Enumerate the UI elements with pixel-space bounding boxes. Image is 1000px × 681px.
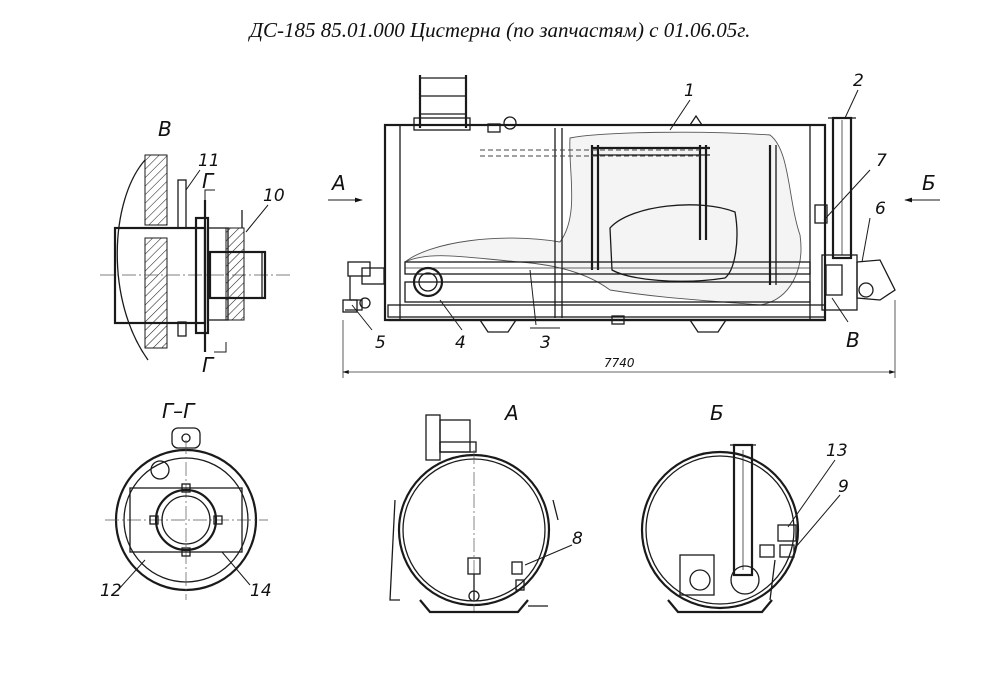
part-label-13: 13 [826, 441, 848, 461]
part-label-5: 5 [375, 333, 386, 353]
overall-length-dimension: 7740 [604, 356, 635, 370]
part-label-9: 9 [838, 477, 849, 497]
part-label-7: 7 [876, 151, 887, 171]
part-label-2: 2 [853, 71, 864, 91]
burner-port [412, 266, 444, 298]
mark-v-label: В [846, 328, 860, 352]
main-side-view: 7740 А Б 1 2 3 4 5 6 7 В [328, 71, 940, 378]
part-label-6: 6 [875, 199, 886, 219]
part-label-14: 14 [250, 581, 272, 601]
view-b-arrow-label: Б [922, 171, 936, 195]
view-b: Б 13 9 [640, 401, 849, 614]
part-label-1: 1 [684, 81, 695, 101]
part-label-4: 4 [455, 333, 466, 353]
section-v-title: В [158, 117, 172, 141]
section-g-g-title: Г–Г [162, 399, 196, 423]
cut-g-top-label: Г [202, 169, 215, 193]
view-a: А 8 [389, 401, 583, 614]
part-label-11: 11 [198, 151, 220, 171]
view-b-burner [679, 554, 715, 596]
part-label-8: 8 [572, 529, 583, 549]
part-label-3: 3 [540, 333, 551, 353]
cut-g-bottom-label: Г [202, 353, 215, 377]
chimney [828, 116, 856, 260]
drawing-title: ДС-185 85.01.000 Цистерна (по запчастям)… [249, 18, 751, 42]
section-g-g: Г–Г 12 14 [100, 399, 272, 601]
burner-housing [821, 254, 858, 311]
cutaway-region [404, 131, 802, 306]
section-v-detail: В 11 10 Г Г [100, 117, 290, 377]
view-b-title: Б [710, 401, 724, 425]
view-a-title: А [503, 401, 519, 425]
top-ladder [413, 75, 471, 131]
part-label-10: 10 [263, 186, 285, 206]
part-label-12: 12 [100, 581, 122, 601]
view-a-arrow-label: А [330, 171, 346, 195]
